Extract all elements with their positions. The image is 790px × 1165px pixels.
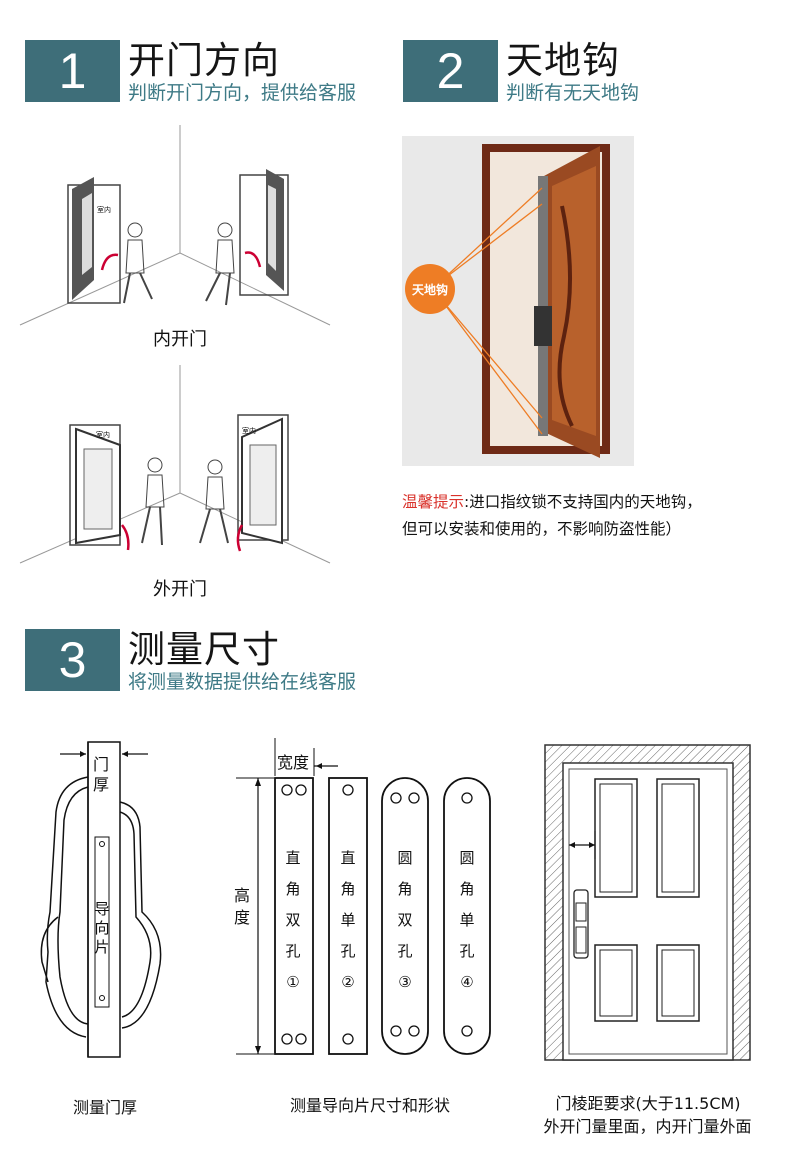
plate-1-char: 直 xyxy=(285,849,301,867)
plate-4-char: 角 xyxy=(459,880,475,898)
hook-tip: 温馨提示:进口指纹锁不支持国内的天地钩， 但可以安装和使用的，不影响防盗性能） xyxy=(402,489,782,543)
plate-2-char: 角 xyxy=(340,880,356,898)
outward-door-caption: 外开门 xyxy=(153,579,207,600)
thickness-label: 门 厚 xyxy=(91,755,111,795)
plate-2-char: 直 xyxy=(340,849,356,867)
section-3-title: 测量尺寸 xyxy=(128,628,280,671)
plate-3-char: 圆 xyxy=(397,849,413,867)
door-stile-diagram xyxy=(544,744,751,1061)
plate-3-char: ③ xyxy=(398,973,412,991)
plate-1-char: 双 xyxy=(285,911,301,929)
section-3-subtitle: 将测量数据提供给在线客服 xyxy=(128,671,357,693)
plate-4-char: 圆 xyxy=(459,849,475,867)
height-char-1: 高 xyxy=(234,886,251,905)
section-3-number: 3 xyxy=(25,629,120,691)
width-label: 宽度 xyxy=(277,753,310,772)
section-2-title: 天地钩 xyxy=(506,39,620,82)
height-char-2: 度 xyxy=(234,908,251,927)
plate-1-char: ① xyxy=(286,973,300,991)
height-label: 高 度 xyxy=(234,885,250,929)
plate-2-label: 直 角 单 孔 ② xyxy=(340,843,356,998)
section-2-number: 2 xyxy=(403,40,498,102)
hook-tip-label: 温馨提示 xyxy=(402,493,465,511)
thickness-caption: 测量门厚 xyxy=(72,1098,137,1117)
plate-3-char: 角 xyxy=(397,880,413,898)
section-1-subtitle: 判断开门方向，提供给客服 xyxy=(128,82,357,104)
plates-caption: 测量导向片尺寸和形状 xyxy=(289,1096,450,1115)
plate-4-char: ④ xyxy=(460,973,474,991)
room-label-outward-right: 室内 xyxy=(242,426,256,435)
hook-tip-line1: :进口指纹锁不支持国内的天地钩， xyxy=(464,493,702,511)
plate-4-char: 孔 xyxy=(459,942,475,960)
inward-door-illustration: 室内 xyxy=(19,125,331,326)
door-thickness-diagram xyxy=(40,741,162,1058)
guide-plates-diagram xyxy=(236,738,491,1055)
thickness-char-2: 厚 xyxy=(92,775,109,794)
section-2-subtitle: 判断有无天地钩 xyxy=(506,82,640,104)
plate-2-char: 单 xyxy=(340,911,356,929)
stile-caption-2: 外开门量里面，内开门量外面 xyxy=(543,1117,752,1136)
hook-door-photo: 天地钩 xyxy=(402,136,634,466)
section-1-title: 开门方向 xyxy=(128,39,280,82)
guide-char-1: 导 xyxy=(94,900,110,918)
plate-3-label: 圆 角 双 孔 ③ xyxy=(397,843,413,998)
stile-caption-1: 门棱距要求(大于11.5CM) xyxy=(555,1094,741,1113)
room-label-outward-left: 室内 xyxy=(96,430,110,439)
thickness-char-1: 门 xyxy=(92,755,109,774)
plate-3-char: 孔 xyxy=(397,942,413,960)
plate-2-char: 孔 xyxy=(340,942,356,960)
plate-1-label: 直 角 双 孔 ① xyxy=(285,843,301,998)
hook-badge: 天地钩 xyxy=(412,282,448,297)
section-1-number: 1 xyxy=(25,40,120,102)
guide-char-3: 片 xyxy=(94,938,110,956)
guide-plate-label: 导 向 片 xyxy=(92,900,112,957)
inward-door-caption: 内开门 xyxy=(153,329,207,350)
plate-1-char: 角 xyxy=(285,880,301,898)
plate-1-char: 孔 xyxy=(285,942,301,960)
plate-3-char: 双 xyxy=(397,911,413,929)
plate-4-char: 单 xyxy=(459,911,475,929)
plate-4-label: 圆 角 单 孔 ④ xyxy=(459,843,475,998)
outward-door-illustration: 室内 室内 xyxy=(19,365,331,564)
plate-2-char: ② xyxy=(341,973,355,991)
guide-char-2: 向 xyxy=(94,919,110,937)
hook-tip-line2: 但可以安装和使用的，不影响防盗性能） xyxy=(402,520,682,538)
room-label-left: 室内 xyxy=(97,205,111,214)
